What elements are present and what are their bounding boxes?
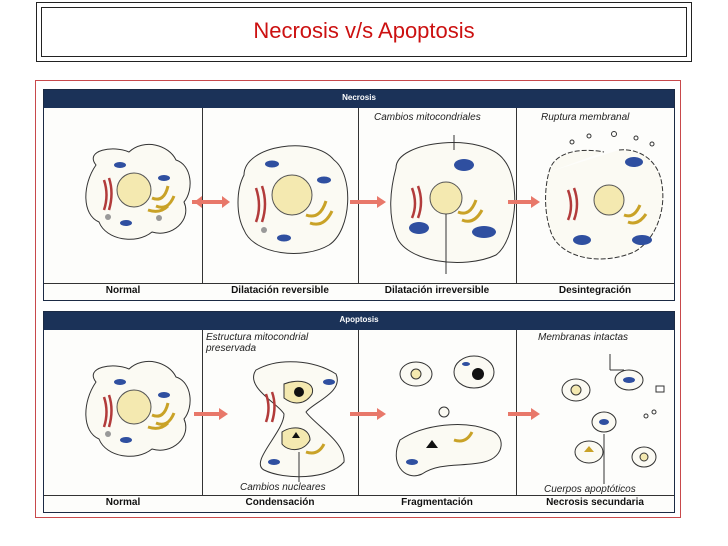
annotation-mito-structure-line2: preservada (206, 343, 257, 354)
necrosis-disintegration-cell (545, 131, 664, 260)
necrosis-cell-irreversible (358, 108, 517, 284)
annotation-mito-structure-line1: Estructura mitocondrial (206, 332, 309, 343)
apoptosis-condensation-cell (253, 361, 345, 482)
necrosis-cells (44, 108, 674, 284)
necrosis-arrow-1 (192, 196, 230, 208)
necrosis-panel: Necrosis (43, 89, 675, 301)
annotation-mito-structure-preserved: Estructura mitocondrial preservada (206, 332, 308, 354)
apoptosis-captions: Normal Condensación Fragmentación Necros… (44, 495, 674, 512)
necrosis-arrow-2 (350, 196, 386, 208)
apoptosis-caption-condensation: Condensación (245, 497, 315, 508)
annotation-apoptotic-bodies: Cuerpos apoptóticos (544, 484, 636, 495)
slide-title: Necrosis v/s Apoptosis (253, 18, 475, 43)
necrosis-cell-normal (44, 108, 203, 284)
necrosis-header-label: Necrosis (342, 93, 376, 102)
apoptosis-arrow-3 (508, 408, 540, 420)
apoptosis-arrow-2 (350, 408, 386, 420)
apoptosis-panel: Apoptosis (43, 311, 675, 513)
annotation-membrane-rupture: Ruptura membranal (541, 112, 630, 123)
necrosis-normal-cell (85, 143, 191, 240)
apoptosis-caption-fragmentation: Fragmentación (401, 497, 473, 508)
necrosis-cell-reversible (202, 108, 359, 284)
necrosis-caption-reversible: Dilatación reversible (231, 285, 329, 296)
apoptosis-caption-normal: Normal (105, 497, 141, 508)
necrosis-apoptosis-figure: Necrosis (35, 80, 681, 518)
necrosis-reversible-cell (237, 145, 349, 254)
necrosis-caption-irreversible: Dilatación irreversible (384, 285, 490, 296)
annotation-intact-membranes: Membranas intactas (538, 332, 629, 343)
apoptosis-header-label: Apoptosis (339, 315, 379, 324)
necrosis-caption-normal: Normal (105, 285, 141, 296)
apoptosis-fragmentation-cell (395, 355, 502, 477)
necrosis-header: Necrosis (44, 90, 674, 108)
necrosis-captions: Normal Dilatación reversible Dilatación … (44, 283, 674, 300)
necrosis-irreversible-cell (390, 135, 516, 274)
necrosis-caption-disintegration: Desintegración (558, 285, 632, 296)
apoptosis-caption-secondary-necrosis: Necrosis secundaria (546, 497, 644, 508)
apoptosis-arrow-1 (194, 408, 228, 420)
apoptosis-secondary-necrosis-cells (561, 354, 665, 484)
annotation-mitochondrial-changes: Cambios mitocondriales (374, 112, 481, 123)
apoptosis-header: Apoptosis (44, 312, 674, 330)
necrosis-arrow-3 (508, 196, 540, 208)
title-box-inner-border (41, 7, 687, 57)
necrosis-illustration (85, 131, 664, 274)
title-box: Necrosis v/s Apoptosis (36, 2, 692, 62)
annotation-nuclear-changes: Cambios nucleares (240, 482, 326, 493)
apoptosis-normal-cell (85, 360, 191, 457)
apoptosis-illustration (85, 354, 665, 484)
